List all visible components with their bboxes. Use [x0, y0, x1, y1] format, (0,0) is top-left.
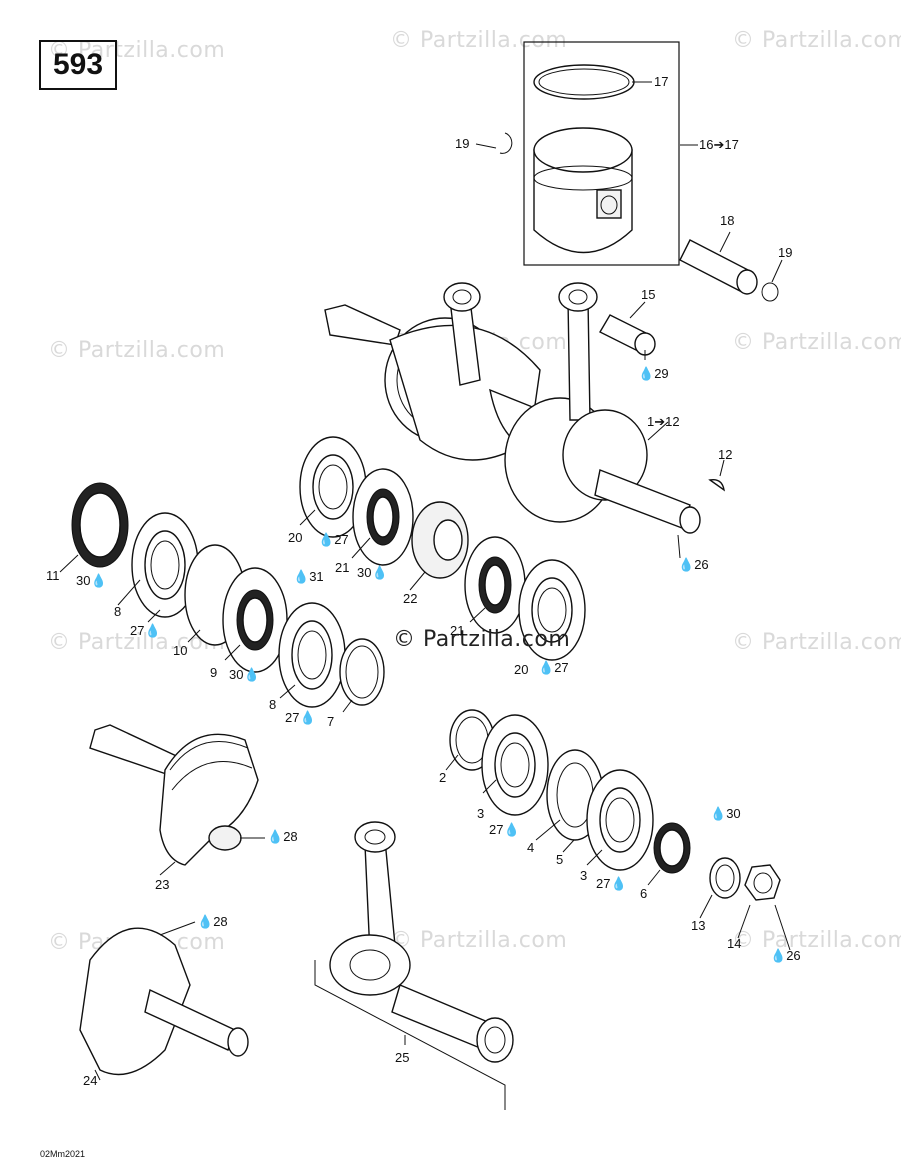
- callout-label: 💧27: [538, 660, 569, 675]
- oil-drop-icon: 💧: [371, 565, 388, 580]
- callout-label: 💧26: [678, 557, 709, 572]
- callout-label: 6: [640, 886, 648, 901]
- page-number-box: 593: [39, 40, 117, 90]
- oil-drop-icon: 💧: [538, 660, 555, 675]
- oil-drop-icon: 💧: [710, 806, 727, 821]
- crankshaft-assembly: [324, 304, 401, 346]
- callout-label: 16➔17: [699, 137, 739, 152]
- callout-label: 27💧: [489, 822, 520, 837]
- callout-label: 19: [778, 245, 793, 260]
- watermark: © Partzilla.com: [732, 928, 901, 953]
- callout-label: 20: [514, 662, 529, 677]
- callout-label: 8: [269, 697, 277, 712]
- bracket-line: [314, 960, 506, 1110]
- callout-label: 19: [455, 136, 470, 151]
- callout-label: 24: [83, 1073, 98, 1088]
- oil-drop-icon: 💧: [770, 948, 787, 963]
- watermark: © Partzilla.com: [390, 928, 568, 953]
- callout-label: 21: [450, 623, 465, 638]
- callout-label: 27💧: [285, 710, 316, 725]
- piston: [533, 149, 633, 254]
- oil-drop-icon: 💧: [610, 876, 627, 891]
- watermark: © Partzilla.com: [390, 28, 568, 53]
- watermark: © Partzilla.com: [732, 330, 901, 355]
- oil-drop-icon: 💧: [503, 822, 520, 837]
- oil-drop-icon: 💧: [318, 532, 335, 547]
- callout-label: 3: [477, 806, 485, 821]
- watermark: © Partzilla.com: [48, 38, 226, 63]
- leader-lines: [59, 81, 791, 1081]
- hex-nut: [744, 864, 781, 901]
- callout-label: 25: [395, 1050, 410, 1065]
- oil-drop-icon: 💧: [267, 829, 284, 844]
- oil-drop-icon: 💧: [243, 667, 260, 682]
- callout-label: 💧28: [197, 914, 228, 929]
- callout-label: 22: [403, 591, 418, 606]
- piston-ring: [533, 64, 635, 100]
- callout-label: 4: [527, 840, 535, 855]
- callout-label: 3: [580, 868, 588, 883]
- callout-label: 20: [288, 530, 303, 545]
- circlip: [499, 132, 513, 154]
- callout-label: 11: [46, 568, 60, 583]
- oil-drop-icon: 💧: [90, 573, 107, 588]
- oil-drop-icon: 💧: [144, 623, 161, 638]
- callout-label: 21: [335, 560, 350, 575]
- callout-label: 17: [654, 74, 669, 89]
- callout-label: 30💧: [76, 573, 107, 588]
- callout-label: 1➔12: [647, 414, 680, 429]
- callout-label: 14: [727, 936, 742, 951]
- callout-label: 27💧: [596, 876, 627, 891]
- callout-label: 12: [718, 447, 733, 462]
- callout-label: 15: [641, 287, 656, 302]
- thrust-washer: [339, 638, 385, 706]
- callout-label: 27💧: [130, 623, 161, 638]
- callout-label: 23: [155, 877, 170, 892]
- oil-drop-icon: 💧: [299, 710, 316, 725]
- woodruff-key: [708, 479, 725, 492]
- oil-drop-icon: 💧: [638, 366, 655, 381]
- crankshaft-half: [79, 927, 191, 1076]
- callout-label: 13: [691, 918, 706, 933]
- callout-label: 💧30: [710, 806, 741, 821]
- callout-label: 5: [556, 852, 564, 867]
- callout-label: 9: [210, 665, 218, 680]
- callout-label: 💧29: [638, 366, 669, 381]
- callout-label: 💧28: [267, 829, 298, 844]
- oil-drop-icon: 💧: [678, 557, 695, 572]
- callout-label: 7: [327, 714, 335, 729]
- oil-drop-icon: 💧: [293, 569, 310, 584]
- callout-label: 💧26: [770, 948, 801, 963]
- watermark: © Partzilla.com: [732, 28, 901, 53]
- callout-label: 30💧: [229, 667, 260, 682]
- oil-drop-icon: 💧: [197, 914, 214, 929]
- callout-label: 💧27: [318, 532, 349, 547]
- lock-washer: [709, 857, 741, 899]
- watermark: © Partzilla.com: [48, 338, 226, 363]
- callout-label: 10: [173, 643, 188, 658]
- callout-label: 💧31: [293, 569, 324, 584]
- callout-label: 2: [439, 770, 447, 785]
- diagram-code: 02Mm2021: [40, 1149, 86, 1159]
- watermark: © Partzilla.com: [393, 627, 571, 652]
- callout-label: 18: [720, 213, 735, 228]
- callout-label: 8: [114, 604, 122, 619]
- watermark: © Partzilla.com: [732, 630, 901, 655]
- callout-label: 30💧: [357, 565, 388, 580]
- piston-kit-box: [523, 41, 680, 266]
